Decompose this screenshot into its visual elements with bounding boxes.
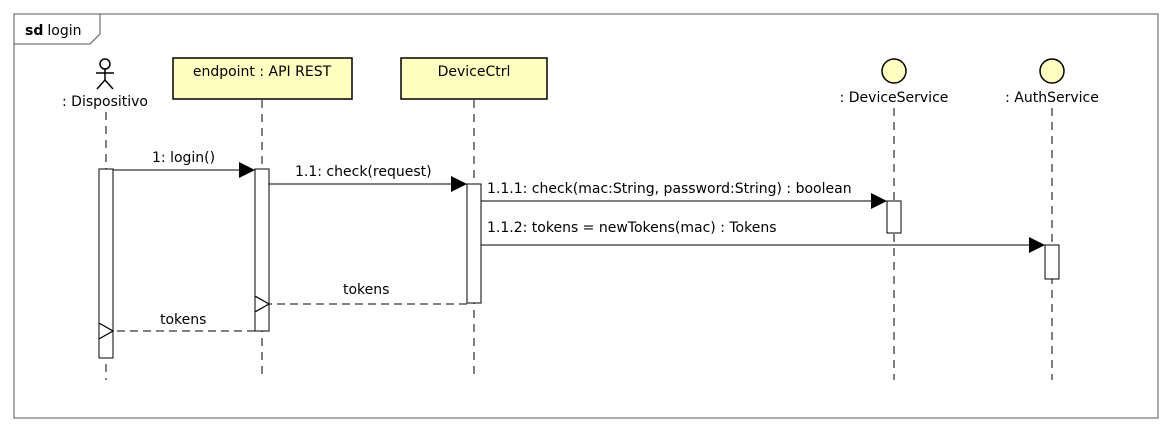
- participant-deviceservice-label: : DeviceService: [840, 90, 949, 106]
- frame-tab: [13, 14, 101, 45]
- frame-name: login: [47, 23, 81, 39]
- frame: [13, 13, 1159, 419]
- message-check-request-label: 1.1: check(request): [295, 164, 432, 180]
- actor-dispositivo: : Dispositivo: [62, 58, 148, 110]
- participant-endpoint-label: endpoint : API REST: [193, 64, 332, 80]
- participant-devicectrl-label: DeviceCtrl: [438, 64, 511, 80]
- entity-icon: [1039, 58, 1065, 84]
- message-check-credentials-label: 1.1.1: check(mac:String, password:String…: [487, 181, 852, 197]
- participant-deviceservice: : DeviceService: [840, 58, 949, 106]
- actor-icon: [99, 58, 111, 70]
- activation-devicectrl: [466, 183, 482, 304]
- participant-devicectrl: DeviceCtrl: [400, 57, 548, 100]
- message-new-tokens-label: 1.1.2: tokens = newTokens(mac) : Tokens: [487, 220, 777, 236]
- participant-authservice-label: : AuthService: [1005, 90, 1099, 106]
- frame-keyword: sd: [25, 23, 43, 39]
- activation-authservice: [1044, 244, 1060, 280]
- activation-endpoint: [254, 168, 270, 332]
- activation-dispositivo: [98, 168, 114, 359]
- entity-icon: [881, 58, 907, 84]
- participant-authservice: : AuthService: [1005, 58, 1099, 106]
- message-login-label: 1: login(): [152, 150, 215, 166]
- activation-deviceservice: [886, 200, 902, 234]
- actor-label: : Dispositivo: [62, 94, 148, 110]
- return-tokens-endpoint-label: tokens: [160, 312, 206, 328]
- return-tokens-devicectrl-label: tokens: [343, 282, 389, 298]
- participant-endpoint: endpoint : API REST: [172, 57, 353, 100]
